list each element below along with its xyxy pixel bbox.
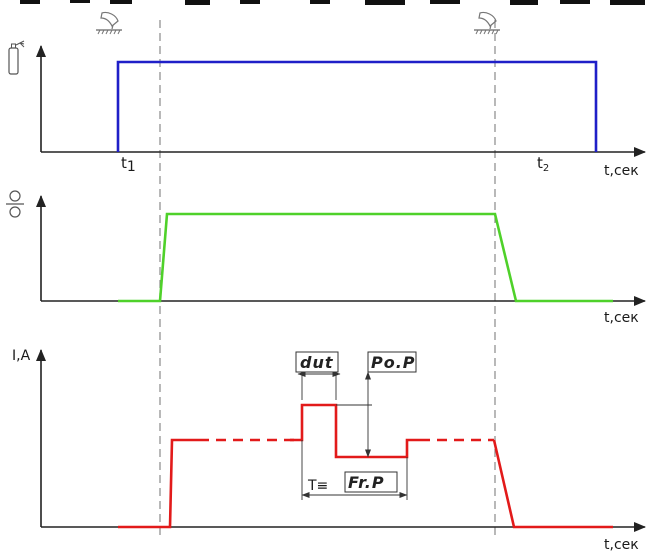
time-axis-label: t,сек	[604, 163, 639, 179]
welding-torch-icon	[96, 11, 122, 35]
pop-annotation: Po.P	[336, 351, 417, 458]
wire-panel: t,сек	[6, 190, 646, 326]
welding-torch-icon	[474, 11, 500, 35]
pop-label: Po.P	[371, 353, 416, 372]
time-axis-label: t,сек	[604, 537, 639, 552]
wire-trace	[118, 212, 613, 303]
wire-feed-rollers-icon	[6, 190, 24, 218]
current-trace-start	[118, 438, 199, 529]
period-annotation: T≡ Fr.P	[301, 440, 408, 500]
time-axis-label: t,сек	[604, 310, 639, 326]
current-trace-pulse	[290, 403, 420, 459]
clipped-heading	[20, 0, 645, 5]
frp-label: Fr.P	[348, 473, 385, 492]
gas-panel: t1 t2 t,сек	[8, 40, 646, 179]
current-trace-end	[492, 439, 613, 529]
dut-label: dut	[300, 353, 334, 372]
current-panel: I,A t,сек dut Po.P T≡ Fr.P	[12, 348, 646, 552]
dut-annotation: dut	[295, 351, 341, 400]
gas-trace	[116, 60, 598, 152]
period-symbol: T≡	[307, 478, 328, 494]
current-axis-label: I,A	[12, 348, 31, 364]
gas-cylinder-icon	[8, 40, 25, 75]
t1-label: t1	[121, 154, 136, 175]
t2-label: t2	[537, 154, 549, 174]
